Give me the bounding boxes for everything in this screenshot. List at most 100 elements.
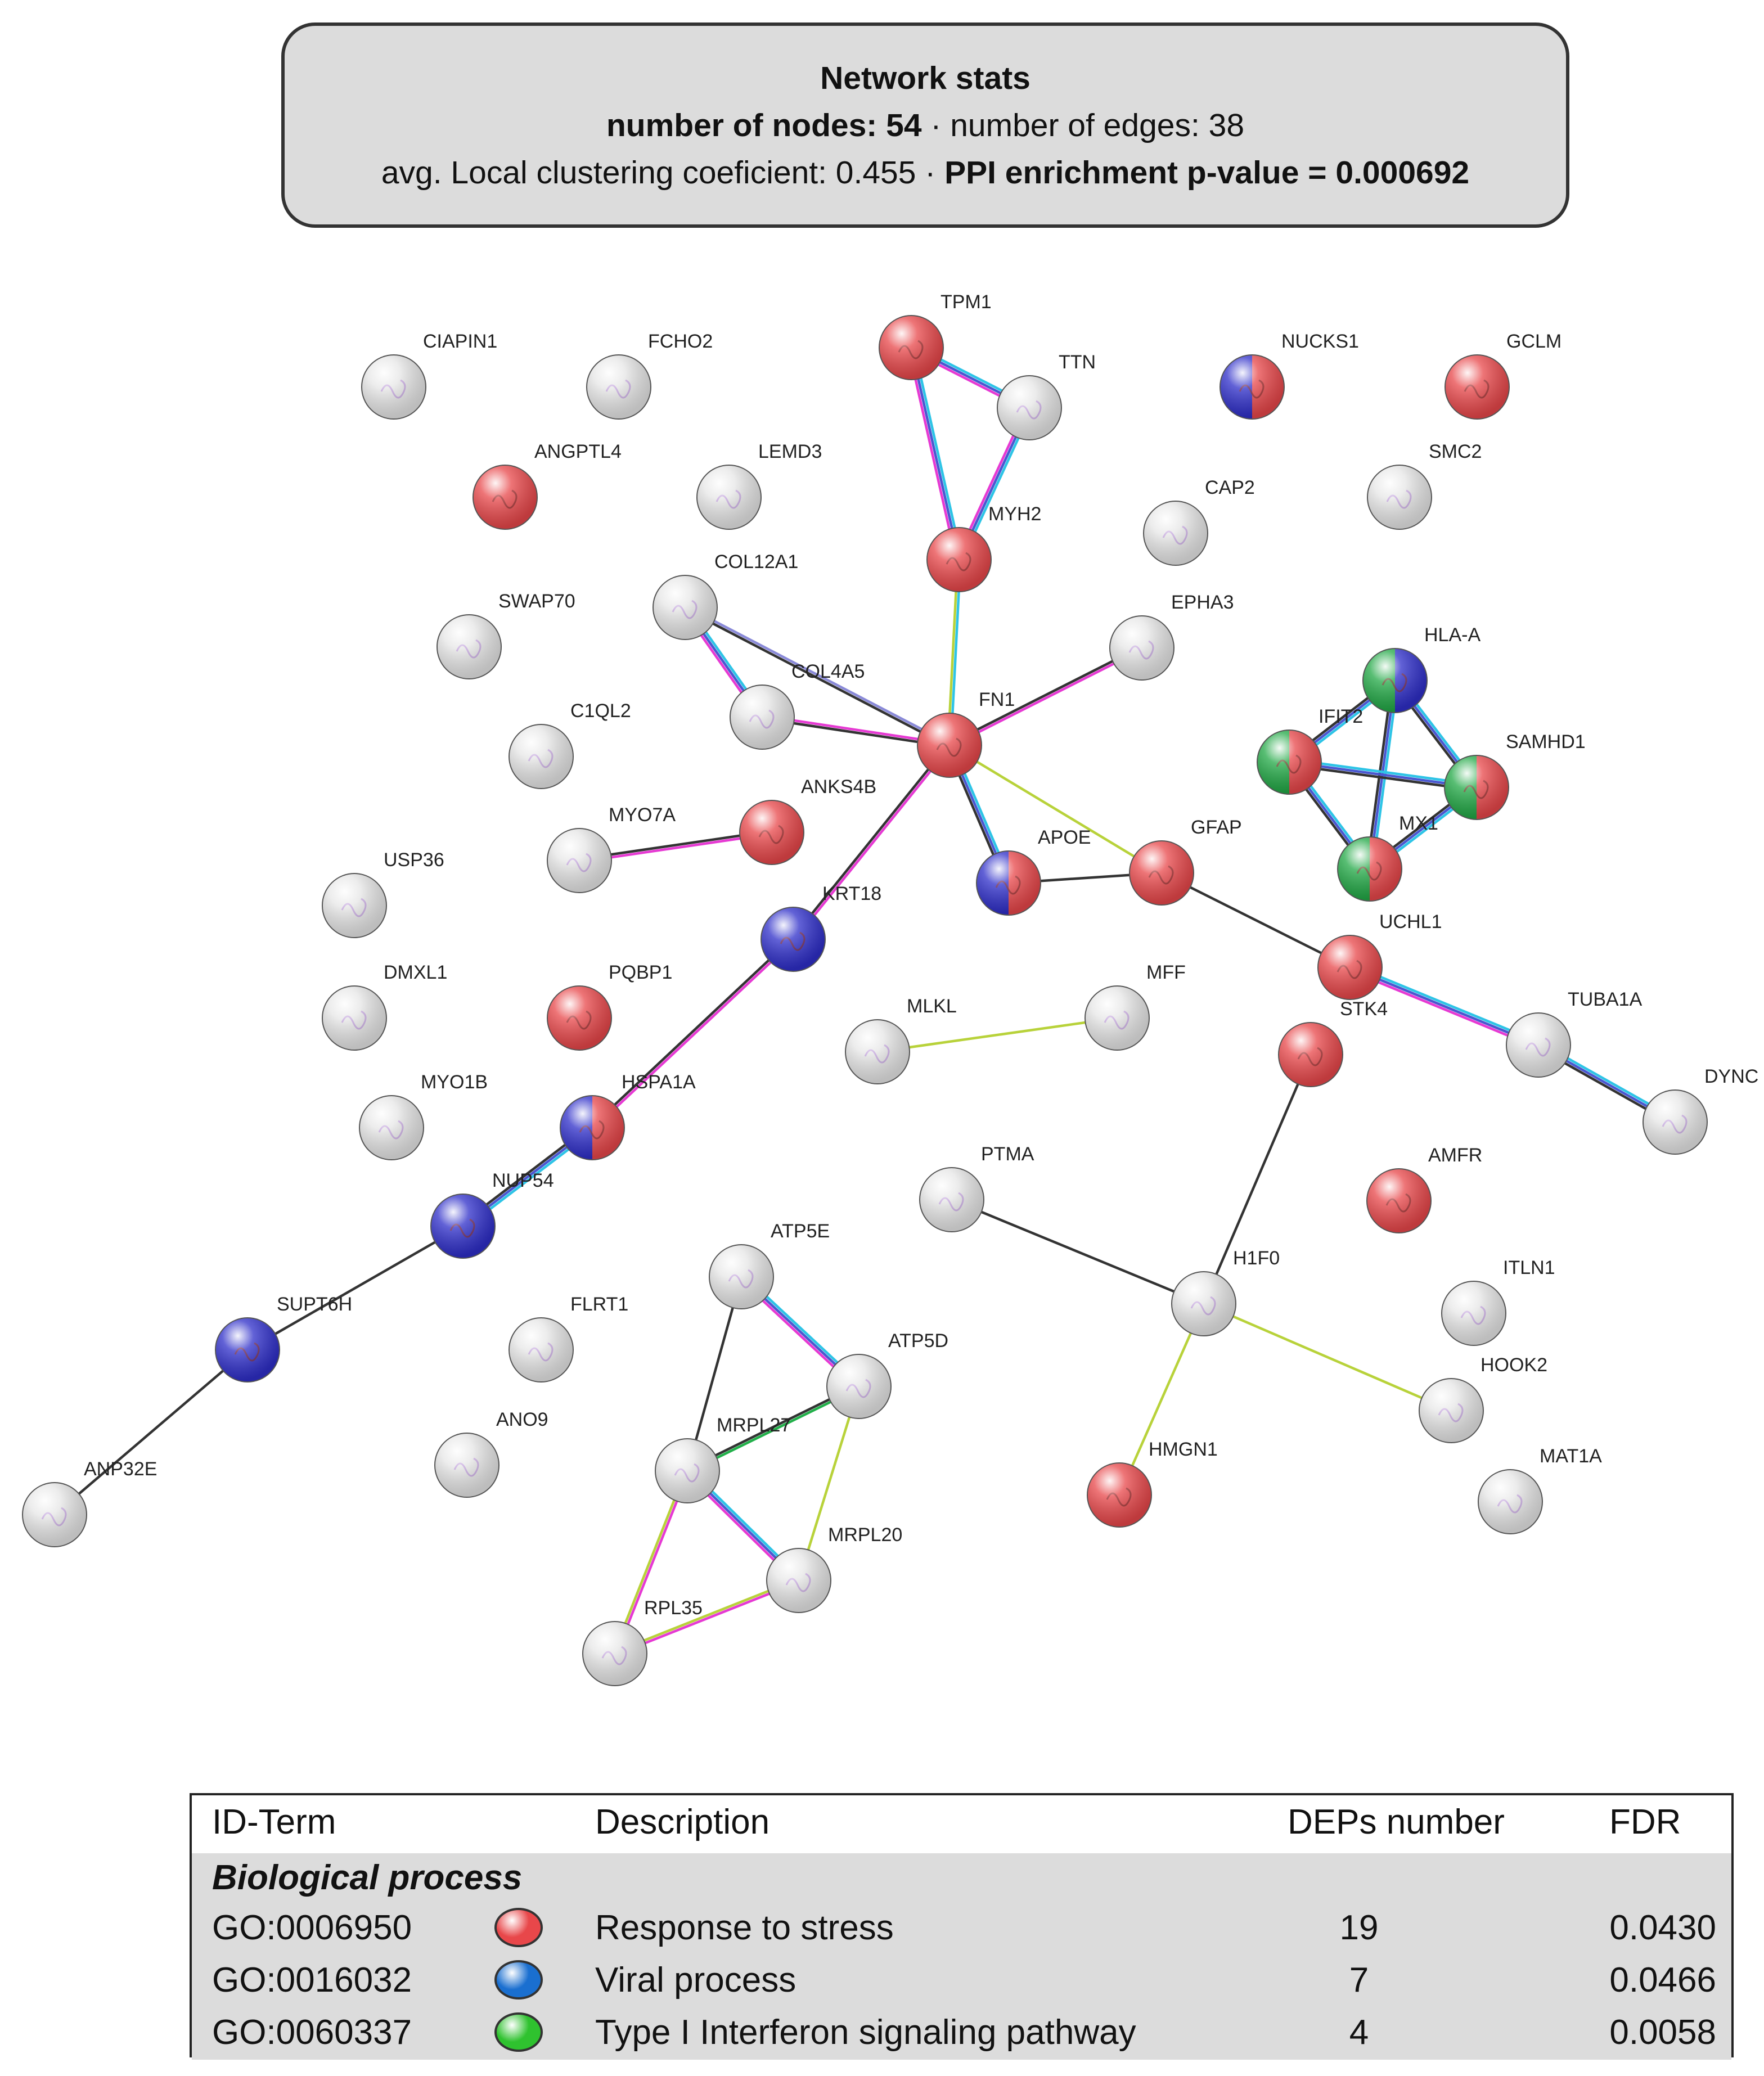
edge-line bbox=[1348, 969, 1538, 1049]
network-node[interactable]: PTMA bbox=[919, 1143, 1034, 1232]
network-node[interactable]: EPHA3 bbox=[1109, 592, 1234, 681]
node-gloss bbox=[1318, 935, 1382, 999]
edge-line bbox=[1203, 1302, 1452, 1412]
network-node[interactable]: NUP54 bbox=[430, 1170, 554, 1259]
node-outline bbox=[1506, 1012, 1571, 1078]
network-node[interactable]: STK4 bbox=[1278, 998, 1388, 1087]
network-node[interactable]: IFIT2 bbox=[1257, 706, 1363, 795]
node-label: CIAPIN1 bbox=[423, 331, 497, 352]
node-label: COL12A1 bbox=[714, 551, 798, 573]
network-node[interactable]: MRPL27 bbox=[655, 1415, 791, 1503]
stats-separator: · bbox=[916, 154, 945, 191]
network-node[interactable]: PQBP1 bbox=[547, 962, 672, 1051]
network-node[interactable]: RPL35 bbox=[582, 1597, 703, 1686]
network-node[interactable]: KRT18 bbox=[760, 883, 881, 972]
node-label: KRT18 bbox=[822, 883, 881, 904]
network-node[interactable]: MRPL20 bbox=[766, 1524, 902, 1613]
node-label: ANO9 bbox=[496, 1409, 548, 1430]
node-outline bbox=[1220, 354, 1285, 420]
node-label: MRPL27 bbox=[717, 1415, 791, 1436]
network-node[interactable]: GCLM bbox=[1444, 331, 1562, 420]
node-label: SUPT6H bbox=[277, 1294, 352, 1315]
network-node[interactable]: MYO1B bbox=[359, 1071, 488, 1160]
node-label: UCHL1 bbox=[1379, 911, 1442, 933]
header-description: Description bbox=[595, 1803, 770, 1841]
network-node[interactable]: SAMHD1 bbox=[1444, 731, 1586, 820]
network-node[interactable]: HOOK2 bbox=[1419, 1354, 1547, 1443]
network-node[interactable]: COL12A1 bbox=[652, 551, 798, 640]
network-node[interactable]: UCHL1 bbox=[1317, 911, 1442, 1000]
node-outline bbox=[1084, 985, 1150, 1051]
network-node[interactable]: FLRT1 bbox=[508, 1294, 628, 1383]
network-node[interactable]: COL4A5 bbox=[730, 661, 865, 750]
edge bbox=[683, 605, 951, 748]
node-gloss bbox=[697, 465, 761, 529]
network-node[interactable]: HLA-A bbox=[1362, 624, 1480, 713]
node-outline bbox=[1337, 836, 1402, 902]
network-node[interactable]: MAT1A bbox=[1478, 1445, 1602, 1534]
network-node[interactable]: MYO7A bbox=[547, 804, 676, 893]
node-outline bbox=[739, 800, 804, 865]
node-label: HSPA1A bbox=[622, 1071, 696, 1093]
node-label: EPHA3 bbox=[1171, 592, 1234, 613]
node-gloss bbox=[767, 1548, 831, 1613]
node-outline bbox=[1444, 354, 1510, 420]
node-gloss bbox=[322, 873, 386, 938]
network-node[interactable]: SUPT6H bbox=[215, 1294, 352, 1383]
network-node[interactable]: LEMD3 bbox=[696, 441, 822, 530]
network-node[interactable]: MX1 bbox=[1337, 813, 1438, 902]
network-node[interactable]: CIAPIN1 bbox=[361, 331, 497, 420]
network-node[interactable]: ANO9 bbox=[434, 1409, 548, 1498]
network-node[interactable]: CAP2 bbox=[1143, 477, 1255, 566]
network-node[interactable]: ANGPTL4 bbox=[472, 441, 622, 530]
node-label: TUBA1A bbox=[1568, 989, 1642, 1010]
network-node[interactable]: MLKL bbox=[845, 996, 957, 1084]
node-gloss bbox=[1130, 841, 1194, 905]
node-outline bbox=[508, 724, 574, 789]
node-outline bbox=[879, 315, 944, 380]
edge-line bbox=[1160, 871, 1351, 969]
node-label: CAP2 bbox=[1205, 477, 1255, 498]
node-outline bbox=[760, 907, 826, 972]
network-node[interactable]: FN1 bbox=[917, 689, 1015, 778]
edge bbox=[1203, 1302, 1452, 1412]
network-node[interactable]: H1F0 bbox=[1171, 1248, 1280, 1336]
network-node[interactable]: SWAP70 bbox=[436, 591, 575, 679]
category-label: Biological process bbox=[212, 1858, 523, 1897]
network-node[interactable]: NUCKS1 bbox=[1220, 331, 1359, 420]
edge-layer bbox=[53, 344, 1677, 1656]
node-gloss bbox=[927, 528, 991, 592]
node-label: MYO7A bbox=[609, 804, 676, 826]
node-label: PTMA bbox=[981, 1143, 1034, 1165]
edge-line bbox=[612, 1470, 687, 1654]
network-node[interactable]: SMC2 bbox=[1367, 441, 1482, 530]
stats-edges: number of edges: 38 bbox=[950, 107, 1245, 143]
network-node[interactable]: TPM1 bbox=[879, 291, 992, 380]
network-node[interactable]: ATP5E bbox=[709, 1221, 830, 1309]
network-node[interactable]: ATP5D bbox=[826, 1330, 948, 1419]
network-node[interactable]: MYH2 bbox=[926, 503, 1041, 592]
network-node[interactable]: C1QL2 bbox=[508, 700, 631, 789]
network-node[interactable]: FCHO2 bbox=[586, 331, 713, 420]
row-fdr: 0.0466 bbox=[1609, 1961, 1716, 2000]
network-node[interactable]: HSPA1A bbox=[560, 1071, 696, 1160]
network-node[interactable]: DYNC bbox=[1642, 1066, 1758, 1155]
network-node[interactable]: TTN bbox=[997, 352, 1096, 440]
network-node[interactable]: HMGN1 bbox=[1087, 1439, 1218, 1528]
network-node[interactable]: AMFR bbox=[1366, 1145, 1482, 1233]
network-node[interactable]: GFAP bbox=[1129, 817, 1242, 906]
node-outline bbox=[845, 1019, 910, 1084]
edge bbox=[907, 346, 964, 561]
network-node[interactable]: ANP32E bbox=[22, 1458, 157, 1547]
node-gloss bbox=[709, 1245, 773, 1309]
network-node[interactable]: ITLN1 bbox=[1441, 1257, 1555, 1346]
network-node[interactable]: MFF bbox=[1084, 962, 1186, 1051]
node-gloss bbox=[1257, 730, 1321, 794]
network-node[interactable]: DMXL1 bbox=[322, 962, 447, 1051]
network-node[interactable]: TUBA1A bbox=[1506, 989, 1642, 1078]
network-node[interactable]: USP36 bbox=[322, 849, 444, 938]
node-outline bbox=[582, 1621, 647, 1686]
node-label: C1QL2 bbox=[570, 700, 631, 722]
network-node[interactable]: ANKS4B bbox=[739, 776, 876, 865]
